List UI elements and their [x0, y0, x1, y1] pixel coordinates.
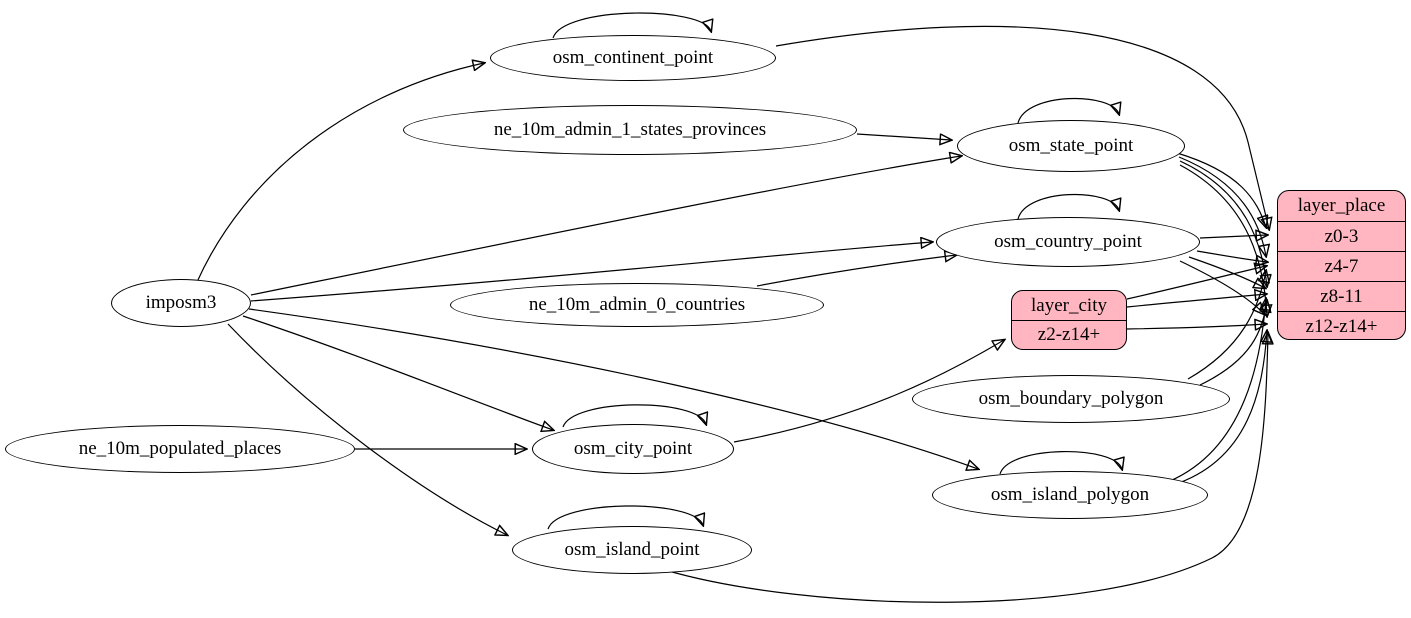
node-label: ne_10m_admin_0_countries — [528, 294, 746, 315]
record-layer-city: layer_city z2-z14+ — [1011, 290, 1127, 350]
edge-imposm3-osm-state-point — [250, 156, 961, 296]
edge-ne-10m-admin-1-states-provinces-osm-state-point — [856, 134, 951, 140]
layer-place-row-z0-3: z0-3 — [1278, 221, 1405, 251]
edge-imposm3-osm-city-point — [242, 315, 553, 430]
node-ne-10m-admin-0-countries: ne_10m_admin_0_countries — [450, 283, 824, 327]
node-label: ne_10m_populated_places — [78, 438, 282, 459]
layer-place-row-z12-z14: z12-z14+ — [1278, 311, 1405, 339]
edge-layer-city-layer-place-z8-11 — [1126, 294, 1266, 308]
node-osm-country-point: osm_country_point — [936, 217, 1200, 267]
layer-city-row-z2-z14: z2-z14+ — [1012, 320, 1126, 349]
node-osm-island-point: osm_island_point — [512, 526, 752, 574]
node-label: osm_continent_point — [552, 47, 714, 68]
edge-osm-country-point-layer-place-z4-7 — [1196, 250, 1267, 262]
node-label: osm_country_point — [994, 231, 1142, 252]
node-label: osm_state_point — [1008, 135, 1134, 156]
node-osm-island-polygon: osm_island_polygon — [932, 471, 1208, 519]
node-label: osm_city_point — [573, 438, 693, 459]
node-label: osm_boundary_polygon — [978, 388, 1164, 409]
node-label: osm_island_polygon — [990, 484, 1150, 505]
edge-osm-country-point-layer-place-z12-z14 — [1179, 260, 1264, 314]
edge-osm-country-point-layer-place-z8-11 — [1188, 256, 1265, 288]
node-label: imposm3 — [145, 292, 217, 313]
node-label: osm_island_point — [564, 539, 700, 560]
edge-layer-city-layer-place-z4-7 — [1126, 266, 1266, 300]
node-ne-10m-populated-places: ne_10m_populated_places — [5, 425, 355, 473]
layer-place-row-z8-11: z8-11 — [1278, 281, 1405, 311]
edge-layer-city-layer-place-z12-z14 — [1126, 324, 1266, 329]
edge-self-osm-country-point — [1017, 194, 1119, 220]
layer-place-title: layer_place — [1297, 195, 1386, 216]
node-label: ne_10m_admin_1_states_provinces — [493, 119, 767, 140]
node-imposm3: imposm3 — [111, 279, 251, 327]
layer-place-row-z4-7: z4-7 — [1278, 251, 1405, 281]
edge-osm-state-point-layer-place-z8-11 — [1179, 160, 1267, 286]
node-ne-10m-admin-1-states-provinces: ne_10m_admin_1_states_provinces — [403, 105, 857, 155]
edge-ne-10m-admin-0-countries-osm-country-point — [756, 255, 956, 287]
edge-osm-island-point-layer-place-z12-z14 — [664, 333, 1268, 603]
node-osm-city-point: osm_city_point — [532, 424, 734, 474]
edge-osm-state-point-layer-place-z0-3 — [1176, 152, 1266, 227]
edge-osm-boundary-polygon-layer-place-z8-11 — [1199, 301, 1267, 386]
node-osm-continent-point: osm_continent_point — [490, 35, 776, 81]
node-osm-boundary-polygon: osm_boundary_polygon — [912, 375, 1230, 423]
edge-osm-boundary-polygon-layer-place-z4-7 — [1187, 271, 1266, 380]
edge-imposm3-osm-continent-point — [196, 63, 484, 283]
record-layer-place: layer_place z0-3 z4-7 z8-11 z12-z14+ — [1277, 190, 1406, 340]
layer-city-title: layer_city — [1031, 294, 1107, 316]
node-osm-state-point: osm_state_point — [957, 120, 1185, 172]
edge-osm-country-point-layer-place-z0-3 — [1199, 235, 1267, 238]
